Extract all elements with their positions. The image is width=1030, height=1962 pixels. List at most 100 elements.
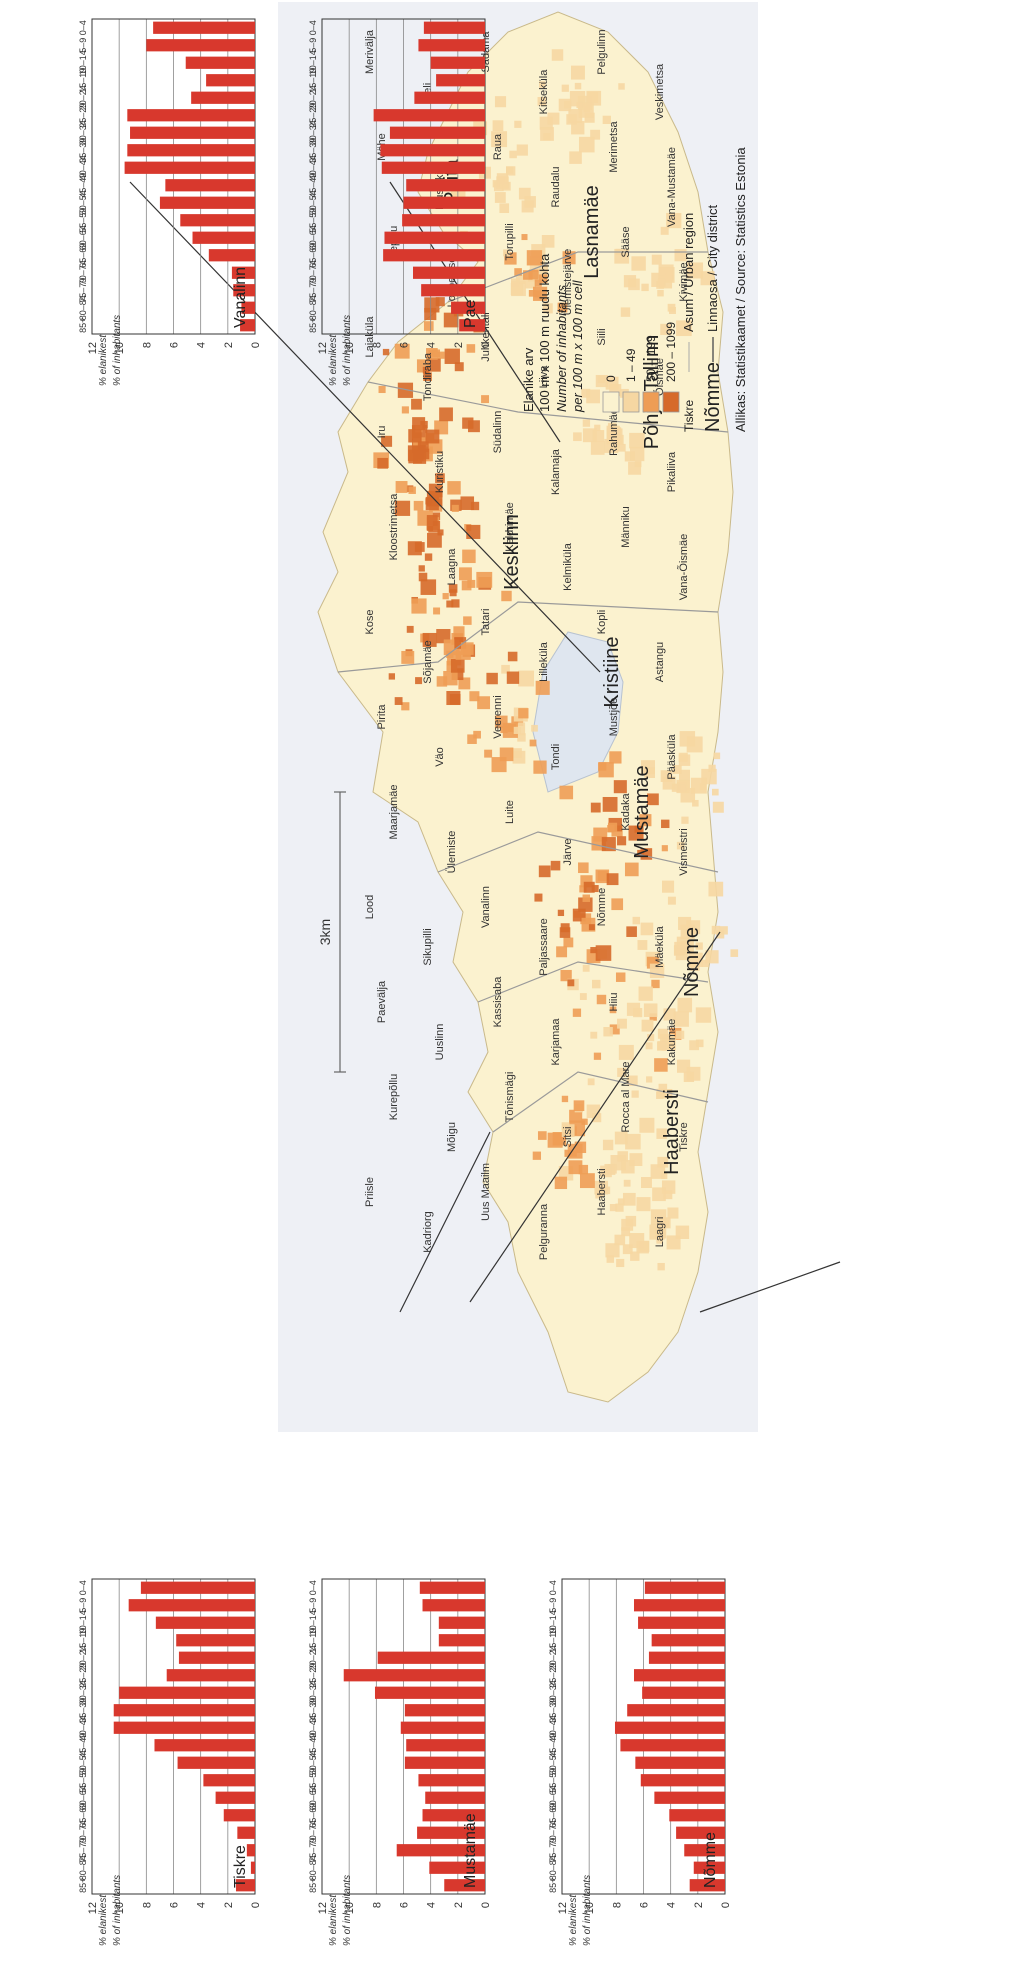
y-tick-label: 10 <box>114 1902 126 1914</box>
bar-15–19 <box>206 74 256 87</box>
bar-60–64 <box>654 1791 725 1804</box>
asum-label-sitsi: Sitsi <box>562 1127 574 1148</box>
bar-10–14 <box>430 56 486 69</box>
bar-70–74 <box>237 1826 255 1839</box>
asum-label-merivalja: Merivälja <box>364 29 376 74</box>
asum-label-raua: Raua <box>492 133 504 160</box>
asum-label-tondi: Tondi <box>550 744 562 770</box>
x-tick-label: 80–84 <box>548 1855 558 1880</box>
asum-label-moigu: Mõigu <box>446 1122 458 1152</box>
x-tick-label: 45–49 <box>308 1733 318 1758</box>
x-tick-label: 70–74 <box>308 260 318 285</box>
district-boundaries <box>337 251 729 1133</box>
bar-55–59 <box>402 214 485 227</box>
asum-label-sikupilli: Sikupilli <box>422 928 434 965</box>
y-tick-label: 4 <box>426 342 438 348</box>
x-tick-label: 85+ <box>78 318 88 333</box>
bar-80–84 <box>429 1861 485 1874</box>
y-tick-label: 4 <box>196 1902 208 1908</box>
asum-label-kopli: Kopli <box>596 610 608 634</box>
asum-label-lood: Lood <box>364 895 376 919</box>
x-tick-label: 60–64 <box>548 1785 558 1810</box>
asum-label-kassisaba: Kassisaba <box>492 976 504 1028</box>
y-tick-label: 2 <box>223 342 235 348</box>
asum-label-vana-mustamae: Vana-Mustamäe <box>666 147 678 227</box>
bar-20–24 <box>178 1651 255 1664</box>
map-svg: 3km MeriväljaMäheLepikuLaiakülaIruKloost… <box>278 2 758 1432</box>
y-tick-label: 10 <box>584 1902 596 1914</box>
y-tick-label: 2 <box>453 342 465 348</box>
asum-label-uus-maailm: Uus Maailm <box>480 1163 492 1221</box>
asum-label-pelgulinn: Pelgulinn <box>596 29 608 74</box>
asum-label-laagri: Laagri <box>654 1217 666 1248</box>
y-unit-en: % of inhabitants <box>112 315 123 386</box>
x-tick-label: 45–49 <box>78 1733 88 1758</box>
bar-70–74 <box>231 266 256 279</box>
bar-45–49 <box>165 179 255 192</box>
bar-75–79 <box>421 284 485 297</box>
connector-vanalinn <box>129 181 601 673</box>
y-tick-label: 12 <box>317 1902 329 1914</box>
district-label-lasnamae: Lasnamäe <box>581 185 603 278</box>
x-tick-label: 15–19 <box>548 1628 558 1653</box>
bar-5–9 <box>146 39 255 52</box>
legend-title-en-2: per 100 m x 100 m cell <box>570 279 585 413</box>
x-tick-label: 80–84 <box>78 295 88 320</box>
asum-labels: MeriväljaMäheLepikuLaiakülaIruKloostrime… <box>364 29 690 1260</box>
asum-label-rocca-al-mare: Rocca al Mare <box>620 1062 632 1133</box>
x-tick-label: 20–24 <box>308 1645 318 1670</box>
bar-85+ <box>459 319 485 332</box>
asum-label-nomme: Nõmme <box>596 888 608 927</box>
y-tick-label: 8 <box>141 342 153 348</box>
y-tick-label: 0 <box>250 342 262 348</box>
x-tick-label: 30–34 <box>78 120 88 145</box>
asum-label-astangu: Astangu <box>654 642 666 682</box>
y-unit-en: % of inhabitants <box>342 1875 353 1946</box>
bar-85+ <box>240 319 256 332</box>
bar-60–64 <box>215 1791 256 1804</box>
bar-20–24 <box>648 1651 725 1664</box>
y-tick-label: 2 <box>453 1902 465 1908</box>
bar-70–74 <box>413 266 485 279</box>
legend-asum: Asum / Urban region <box>681 213 696 332</box>
asum-label-vao: Väo <box>434 747 446 767</box>
bar-75–79 <box>233 284 255 297</box>
asum-label-pelguranna: Pelguranna <box>538 1203 550 1260</box>
x-tick-label: 40–44 <box>308 1715 318 1740</box>
bar-65–69 <box>383 249 485 262</box>
x-tick-label: 20–24 <box>308 85 318 110</box>
asum-label-laiakula: Laiaküla <box>364 316 376 358</box>
bar-10–14 <box>438 1616 485 1629</box>
bar-50–54 <box>177 1756 255 1769</box>
asum-label-paevalja: Paevälja <box>376 980 388 1023</box>
y-tick-label: 8 <box>141 1902 153 1908</box>
chart-title: Nõmme <box>702 1832 719 1888</box>
bar-75–79 <box>396 1844 485 1857</box>
chart-frame <box>561 1578 726 1895</box>
asum-label-sudalinn: Südalinn <box>492 411 504 454</box>
bar-5–9 <box>128 1599 255 1612</box>
asum-label-kitsekula: Kitseküla <box>538 69 550 115</box>
x-tick-label: 5–9 <box>78 38 88 53</box>
x-tick-label: 50–54 <box>78 1750 88 1775</box>
legend-tiskre-sample: Tiskre <box>682 399 696 432</box>
y-tick-label: 6 <box>639 1902 651 1908</box>
x-tick-label: 0–4 <box>78 20 88 35</box>
bar-35–39 <box>404 1704 485 1717</box>
y-tick-label: 8 <box>371 1902 383 1908</box>
chart-title: Pae <box>462 299 479 328</box>
bar-10–14 <box>638 1616 725 1629</box>
lake-ulemiste <box>532 631 624 793</box>
x-tick-label: 25–29 <box>308 103 318 128</box>
x-tick-label: 10–14 <box>78 50 88 75</box>
bar-80–84 <box>693 1861 725 1874</box>
bar-35–39 <box>127 144 255 157</box>
y-tick-label: 12 <box>317 342 329 354</box>
x-tick-label: 35–39 <box>78 138 88 163</box>
bar-55–59 <box>180 214 255 227</box>
asum-label-kuristiku: Kuristiku <box>434 451 446 493</box>
bar-30–34 <box>130 126 255 139</box>
x-tick-label: 70–74 <box>548 1820 558 1845</box>
y-tick-label: 8 <box>371 342 383 348</box>
x-tick-label: 45–49 <box>308 173 318 198</box>
